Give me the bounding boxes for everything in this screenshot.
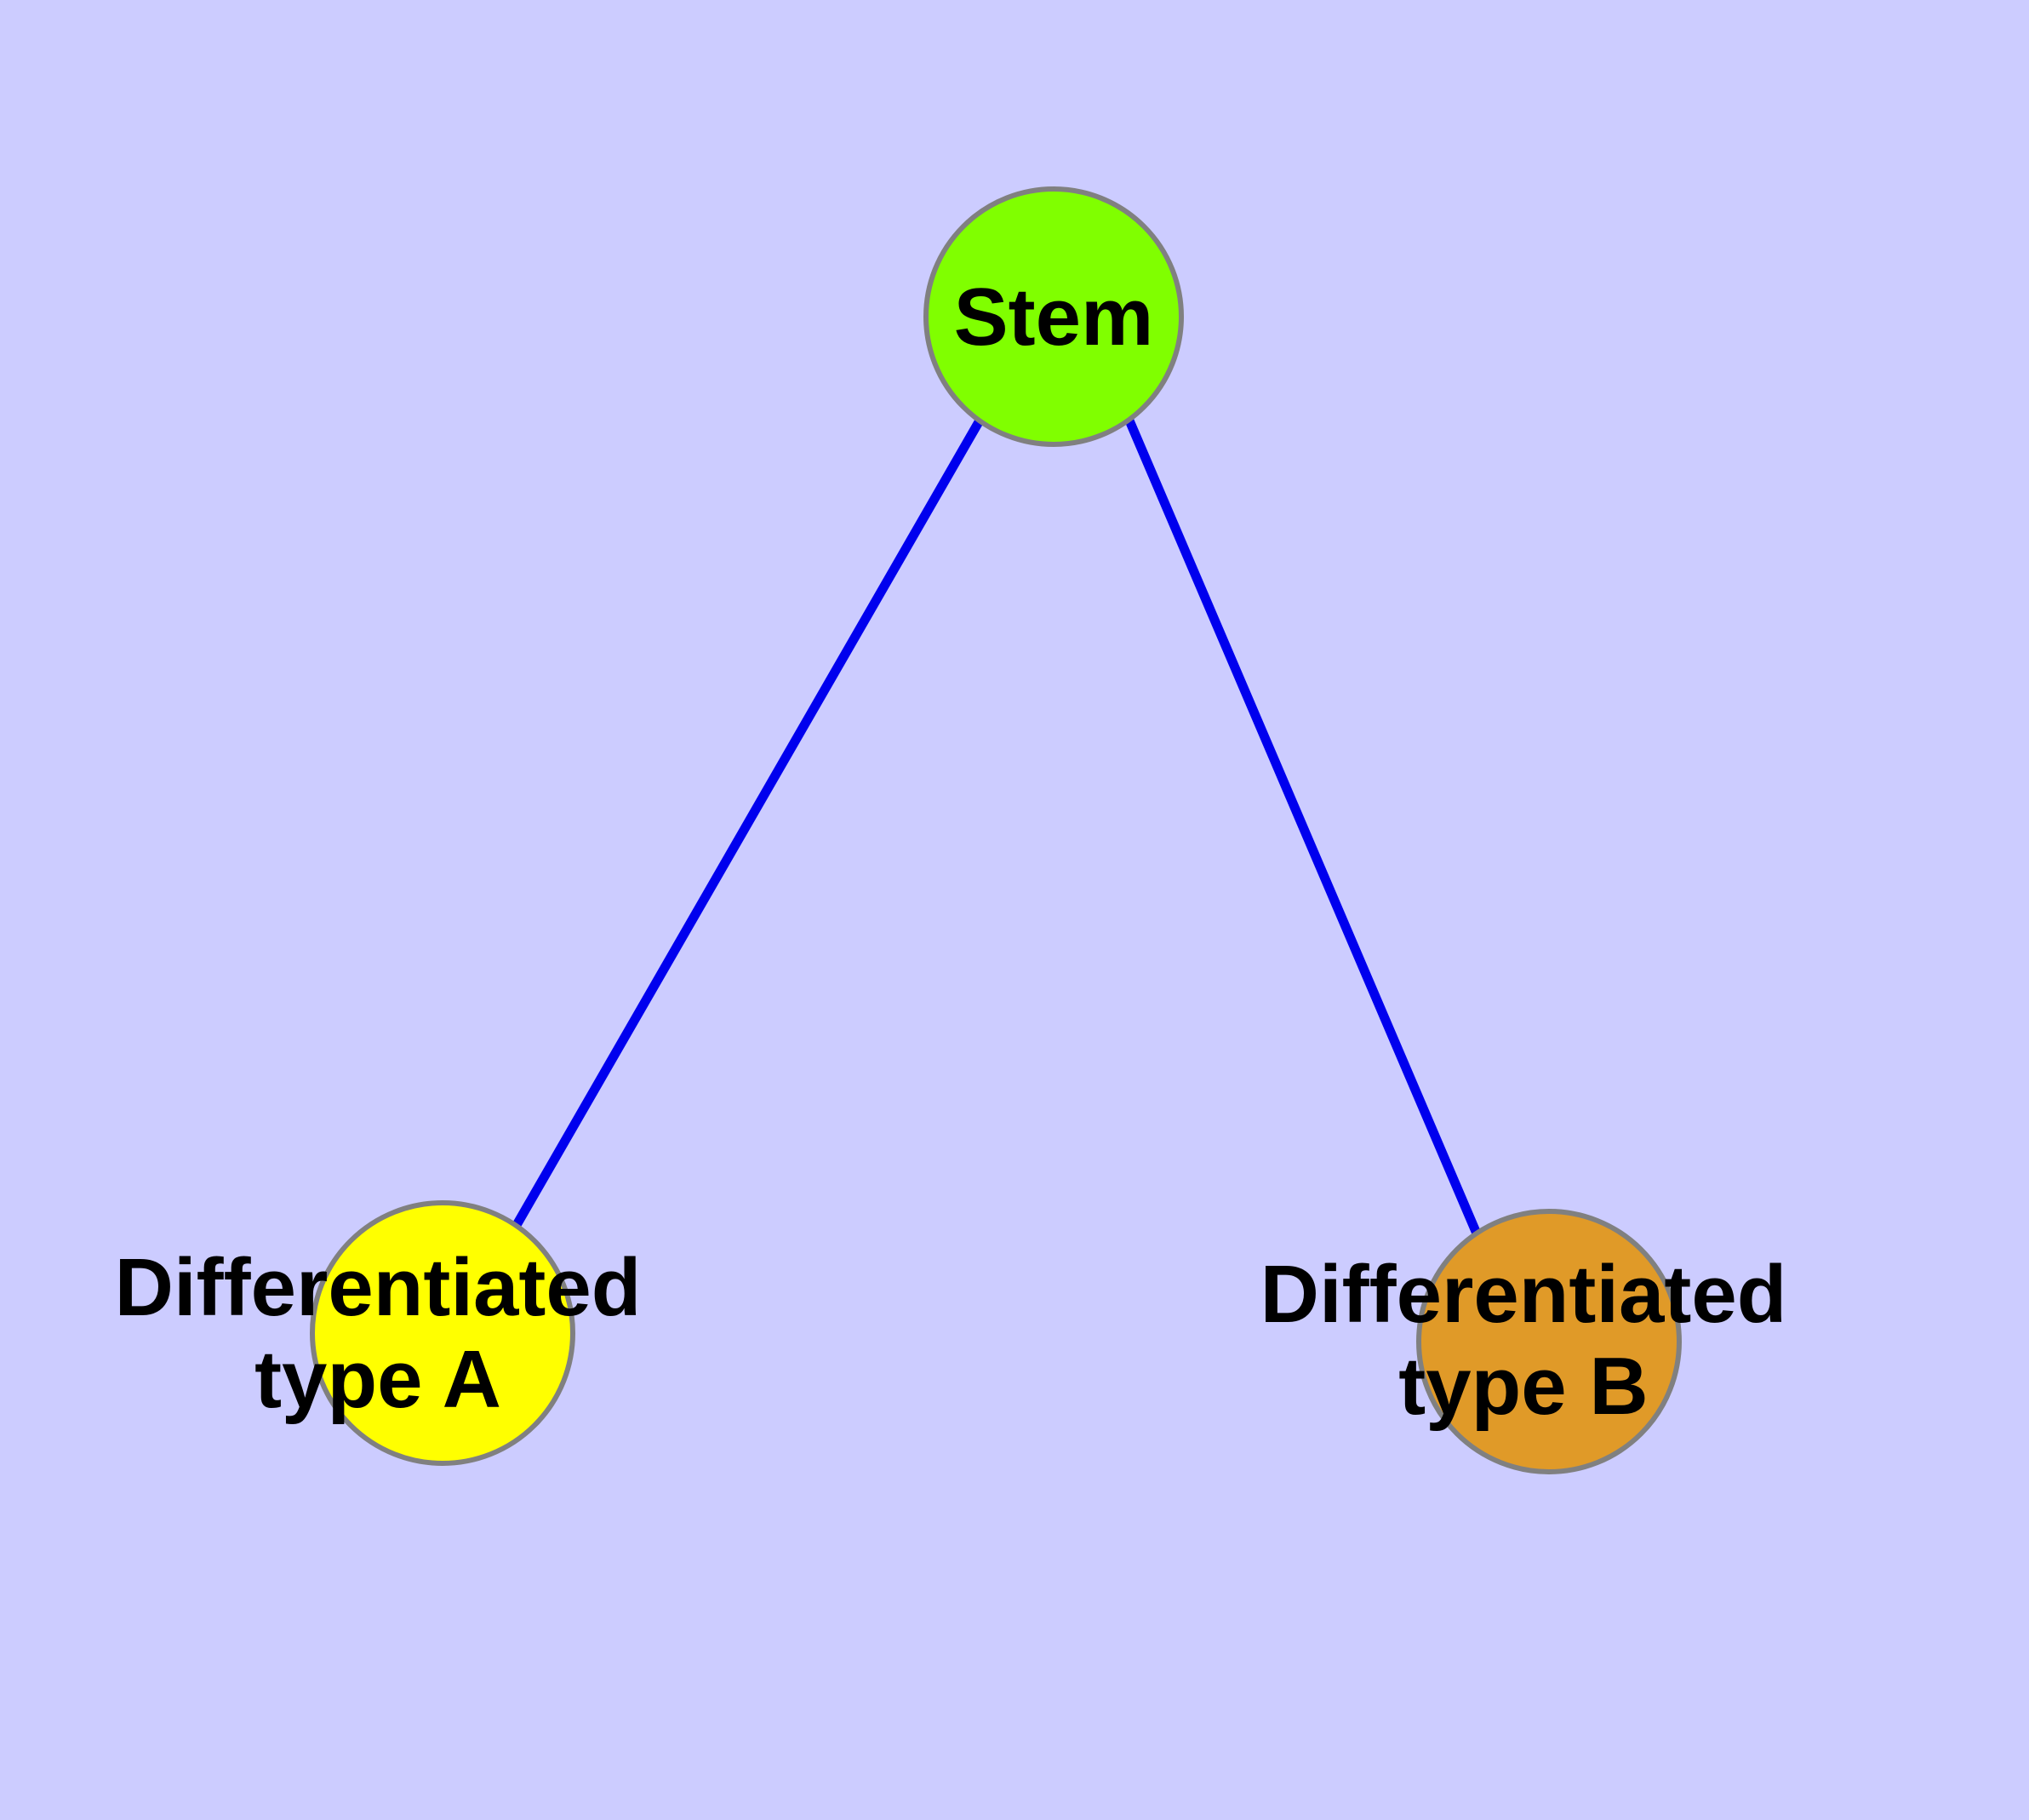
node-label-line: Stem <box>954 272 1154 363</box>
graph-node-diff-b[interactable] <box>1416 1209 1682 1474</box>
node-label-line: Differentiated <box>115 1242 642 1333</box>
graph-node-diff-a[interactable] <box>310 1200 575 1466</box>
node-label-stem: Stem <box>954 272 1154 363</box>
edge-layer <box>512 418 1482 1236</box>
node-label-line: Differentiated <box>1260 1249 1787 1340</box>
graph-edge-stem-to-diff-a[interactable] <box>512 418 984 1228</box>
graph-node-stem[interactable] <box>923 186 1184 447</box>
node-layer <box>310 186 1682 1474</box>
node-label-line: type A <box>254 1334 501 1425</box>
graph-edge-stem-to-diff-b[interactable] <box>1124 418 1482 1236</box>
node-label-line: type B <box>1398 1341 1648 1432</box>
